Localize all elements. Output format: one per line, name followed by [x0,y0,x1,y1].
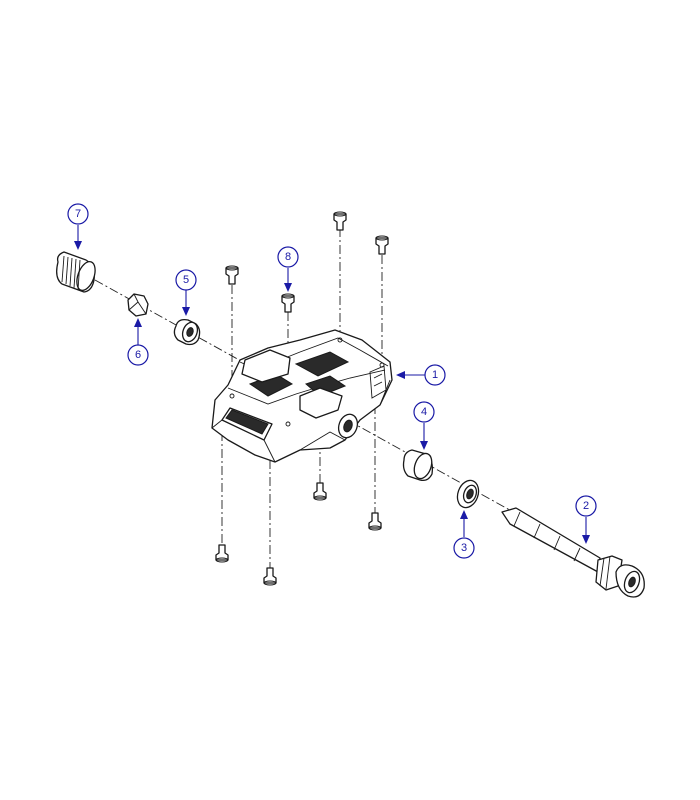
callout-6: 6 [127,318,149,366]
callout-1: 1 [396,364,446,386]
pedal-body-part [211,329,393,463]
pin-bottom-1 [215,544,229,563]
inner-bushing-part [402,449,434,482]
callout-label-8: 8 [285,251,291,263]
callout-label-7: 7 [75,208,81,220]
callout-label-6: 6 [135,349,141,361]
callout-label-1: 1 [432,369,438,381]
callout-5: 5 [175,269,197,316]
callout-label-5: 5 [183,274,189,286]
seal-part [456,479,480,509]
callout-label-4: 4 [421,406,427,418]
pin-top-2 [375,235,389,255]
callout-8: 8 [277,246,299,292]
callout-3: 3 [453,510,475,559]
pin-top-3 [225,265,239,285]
outer-bearing-part [173,318,201,346]
end-cap-part [56,251,96,293]
pin-bottom-2 [263,567,277,586]
lock-nut-part [127,293,149,317]
callout-7: 7 [67,203,89,250]
callout-4: 4 [413,401,435,450]
pin-top-8 [281,293,295,313]
pin-bottom-4 [368,512,382,531]
callout-2: 2 [575,495,597,544]
pin-bottom-3 [313,482,327,501]
pin-top-1 [333,211,347,231]
spindle-part [501,507,645,598]
callout-label-3: 3 [461,542,467,554]
callout-label-2: 2 [583,500,589,512]
